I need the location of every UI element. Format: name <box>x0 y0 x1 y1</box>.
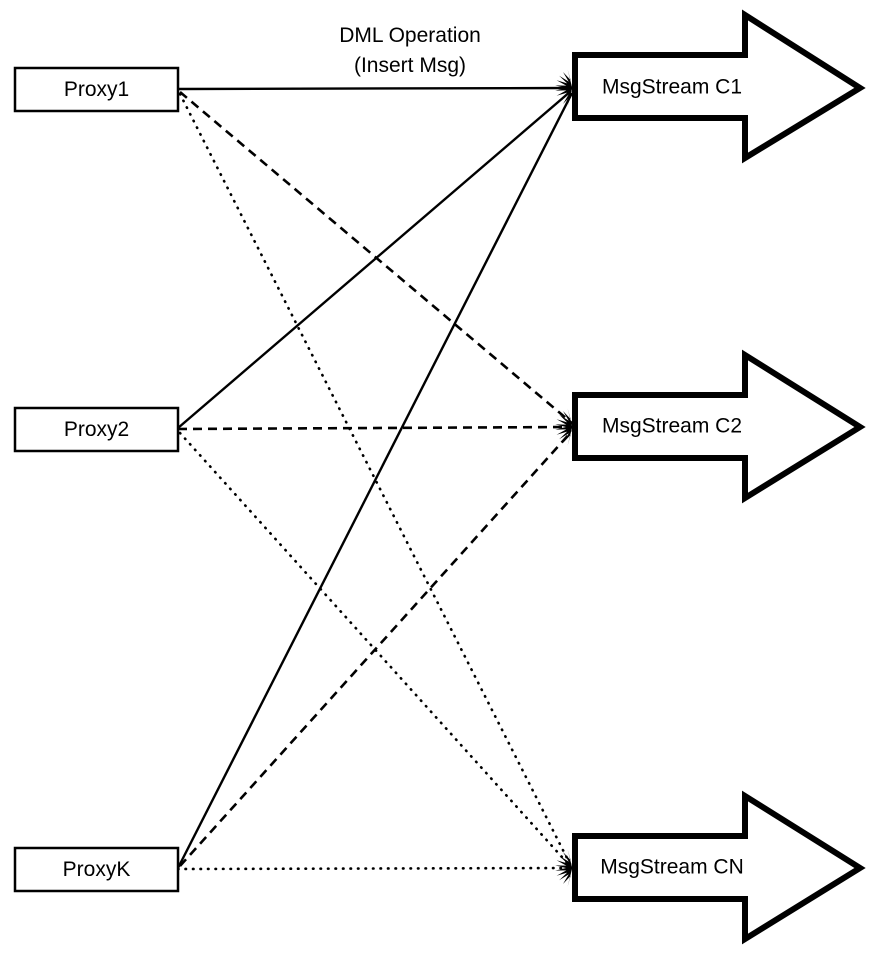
block-arrow-icon-c1 <box>572 9 866 164</box>
link-proxyk-cn[interactable] <box>176 866 573 871</box>
link-proxy1-cn[interactable] <box>178 92 572 866</box>
link-layer <box>176 86 574 871</box>
link-proxy2-c2[interactable] <box>177 425 574 431</box>
proxy-box-proxyk <box>13 846 180 893</box>
stream-node-c1[interactable]: MsgStream C1 <box>572 9 866 164</box>
proxy-node-proxy2[interactable]: Proxy2 <box>13 406 180 453</box>
stream-label-c2: MsgStream C2 <box>602 415 742 438</box>
proxy-node-proxyk[interactable]: ProxyK <box>13 846 180 893</box>
link-proxyk-c1[interactable] <box>176 92 574 869</box>
proxy-label-proxy1: Proxy1 <box>64 78 129 101</box>
proxy-label-proxyk: ProxyK <box>63 858 131 881</box>
stream-label-cn: MsgStream CN <box>600 856 744 879</box>
edge-caption-line2: (Insert Msg) <box>354 54 466 77</box>
block-arrow-icon-cn <box>572 790 866 945</box>
proxy-layer: Proxy1 Proxy2 ProxyK <box>13 66 180 893</box>
link-proxyk-c2[interactable] <box>179 430 573 867</box>
block-arrow-icon-c2 <box>572 349 866 504</box>
arrowhead-layer <box>555 69 575 887</box>
arrowhead-icon-cn <box>555 849 575 887</box>
stream-node-cn[interactable]: MsgStream CN <box>572 790 866 945</box>
proxy-label-proxy2: Proxy2 <box>64 418 129 441</box>
link-proxy2-c1[interactable] <box>177 90 572 429</box>
proxy-box-proxy2 <box>13 406 180 453</box>
proxy-box-proxy1 <box>13 66 180 113</box>
stream-layer: MsgStream C1 MsgStream C2 MsgStream CN <box>572 9 866 945</box>
edge-caption: DML Operation (Insert Msg) <box>339 24 481 77</box>
link-proxy1-c1[interactable] <box>177 86 574 91</box>
stream-label-c1: MsgStream C1 <box>602 76 742 99</box>
arrowhead-icon-c2 <box>555 408 575 446</box>
edge-caption-line1: DML Operation <box>339 24 481 47</box>
stream-node-c2[interactable]: MsgStream C2 <box>572 349 866 504</box>
arrowhead-icon-c1 <box>555 69 575 107</box>
proxy-node-proxy1[interactable]: Proxy1 <box>13 66 180 113</box>
